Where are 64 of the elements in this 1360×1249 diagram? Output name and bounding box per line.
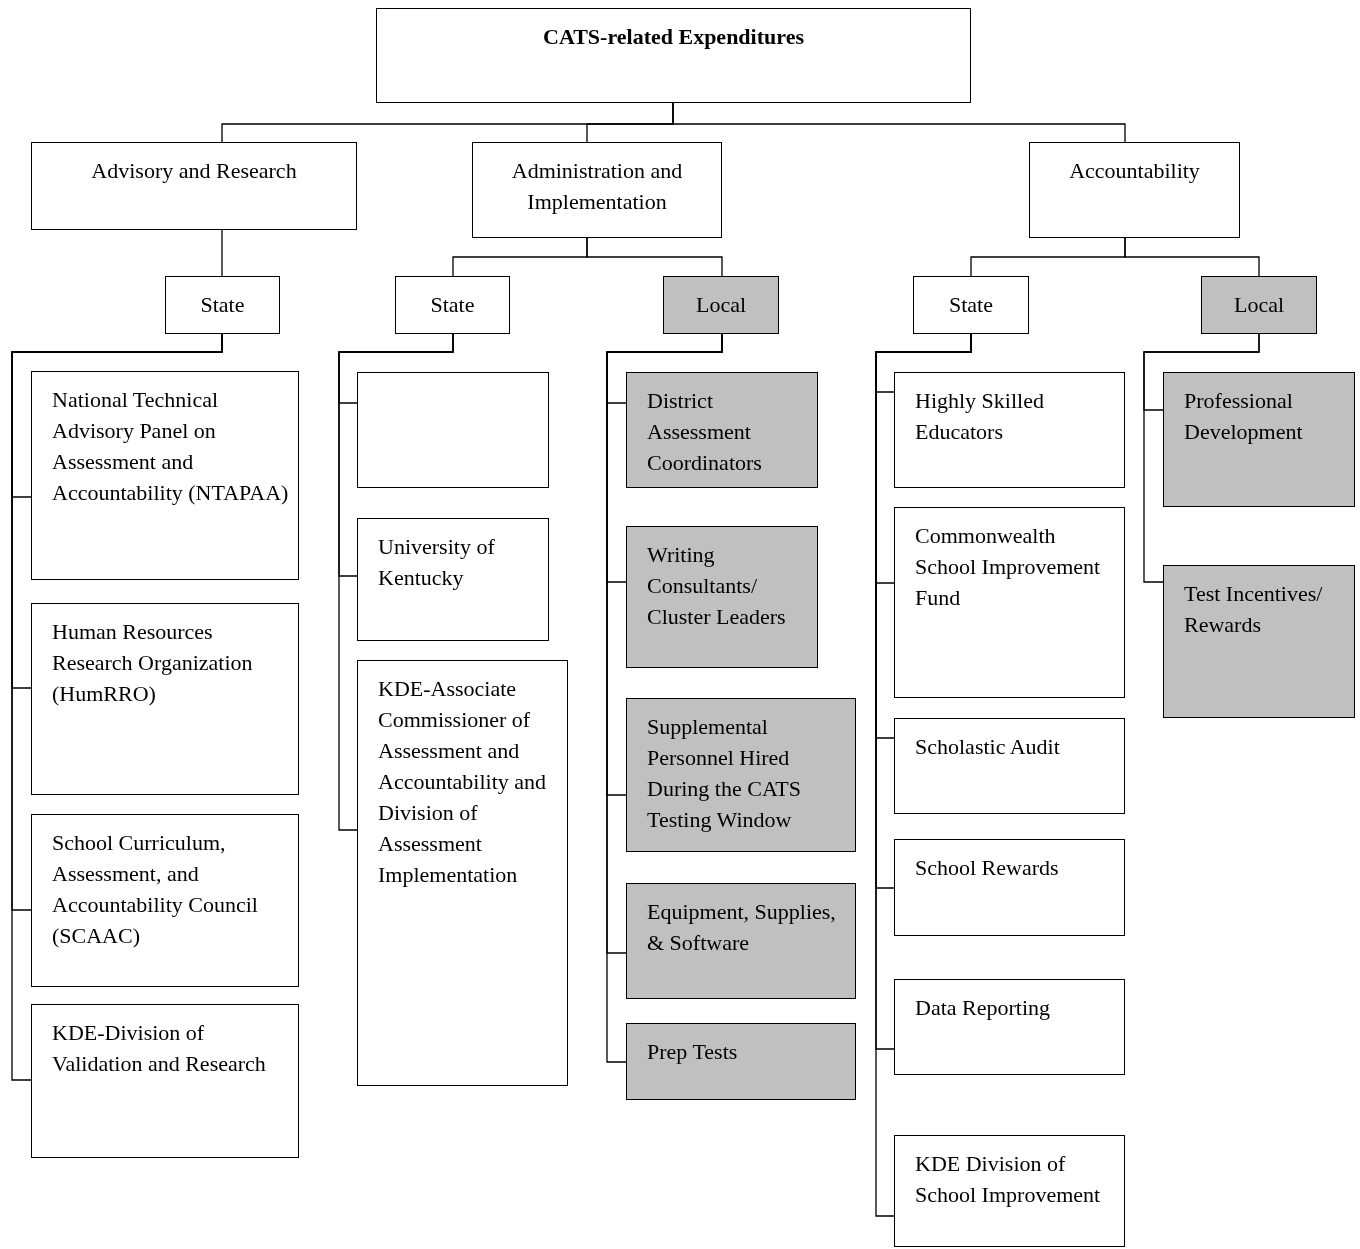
- box-label: KDE-Associate Commissioner of Assessment and Accountability and Division of Assessment Implementation: [378, 675, 547, 889]
- org-box: [894, 979, 1125, 1075]
- box-label: Equipment, Supplies, & Software: [647, 898, 837, 957]
- box-label: University of Kentucky: [378, 533, 496, 592]
- org-box: [894, 1135, 1125, 1247]
- org-box: [165, 276, 280, 334]
- shaded-box: [626, 1023, 856, 1100]
- org-box: [31, 371, 299, 580]
- shaded-box: [1163, 565, 1355, 718]
- chart-title: CATS-related Expenditures: [543, 23, 804, 51]
- org-box: [913, 276, 1029, 334]
- shaded-box: [626, 372, 818, 488]
- box-label: State: [200, 291, 245, 319]
- box-label: Human Resources Research Organization (HumRRO): [52, 618, 254, 708]
- box-label: School Rewards: [915, 854, 1060, 882]
- org-box: [357, 518, 549, 641]
- box-label: State: [949, 291, 993, 319]
- connector-line: [586, 237, 723, 277]
- box-label: Accountability: [1069, 157, 1200, 185]
- box-label: Prep Tests: [647, 1038, 739, 1066]
- shaded-box: [663, 276, 779, 334]
- connector-line: [1124, 237, 1260, 277]
- org-box: [31, 1004, 299, 1158]
- box-label: Administration and Implementation: [510, 157, 684, 216]
- connector-line: [221, 229, 223, 277]
- box-label: Scholastic Audit: [915, 733, 1061, 761]
- org-box: [357, 372, 549, 488]
- box-label: State: [430, 291, 475, 319]
- box-label: Writing Consultants/ Cluster Leaders: [647, 541, 787, 631]
- org-box: [31, 142, 357, 230]
- box-label: Test Incentives/ Rewards: [1184, 580, 1324, 639]
- org-box: [31, 814, 299, 987]
- box-label: District Assessment Coordinators: [647, 387, 763, 477]
- shaded-box: [626, 698, 856, 852]
- box-label: Advisory and Research: [91, 157, 297, 185]
- box-label: Supplemental Personnel Hired During the CATS Testing Window: [647, 713, 802, 834]
- box-label: Local: [1233, 291, 1285, 319]
- connector-line: [11, 333, 223, 1081]
- box-label: Local: [695, 291, 747, 319]
- box-label: Highly Skilled Educators: [915, 387, 1045, 446]
- connector-line: [672, 102, 1126, 143]
- shaded-box: [1201, 276, 1317, 334]
- org-box: [31, 603, 299, 795]
- org-box: [395, 276, 510, 334]
- box-label: Commonwealth School Improvement Fund: [915, 522, 1102, 612]
- box-label: School Curriculum, Assessment, and Accountability Council (SCAAC): [52, 829, 259, 950]
- connector-line: [1143, 333, 1260, 583]
- box-label: KDE Division of School Improvement: [915, 1150, 1102, 1209]
- org-box: [376, 8, 971, 103]
- org-box: [357, 660, 568, 1086]
- connector-line: [338, 333, 454, 831]
- org-box: [894, 839, 1125, 936]
- shaded-box: [626, 883, 856, 999]
- box-label: KDE-Division of Validation and Research: [52, 1019, 267, 1078]
- box-label: Data Reporting: [915, 994, 1052, 1022]
- org-box: [472, 142, 722, 238]
- box-label: Professional Development: [1184, 387, 1304, 446]
- shaded-box: [626, 526, 818, 668]
- org-box: [894, 372, 1125, 488]
- org-box: [1029, 142, 1240, 238]
- org-box: [894, 507, 1125, 698]
- org-box: [894, 718, 1125, 814]
- box-label: National Technical Advisory Panel on Assessment and Accountability (NTAPAA): [52, 386, 290, 507]
- shaded-box: [1163, 372, 1355, 507]
